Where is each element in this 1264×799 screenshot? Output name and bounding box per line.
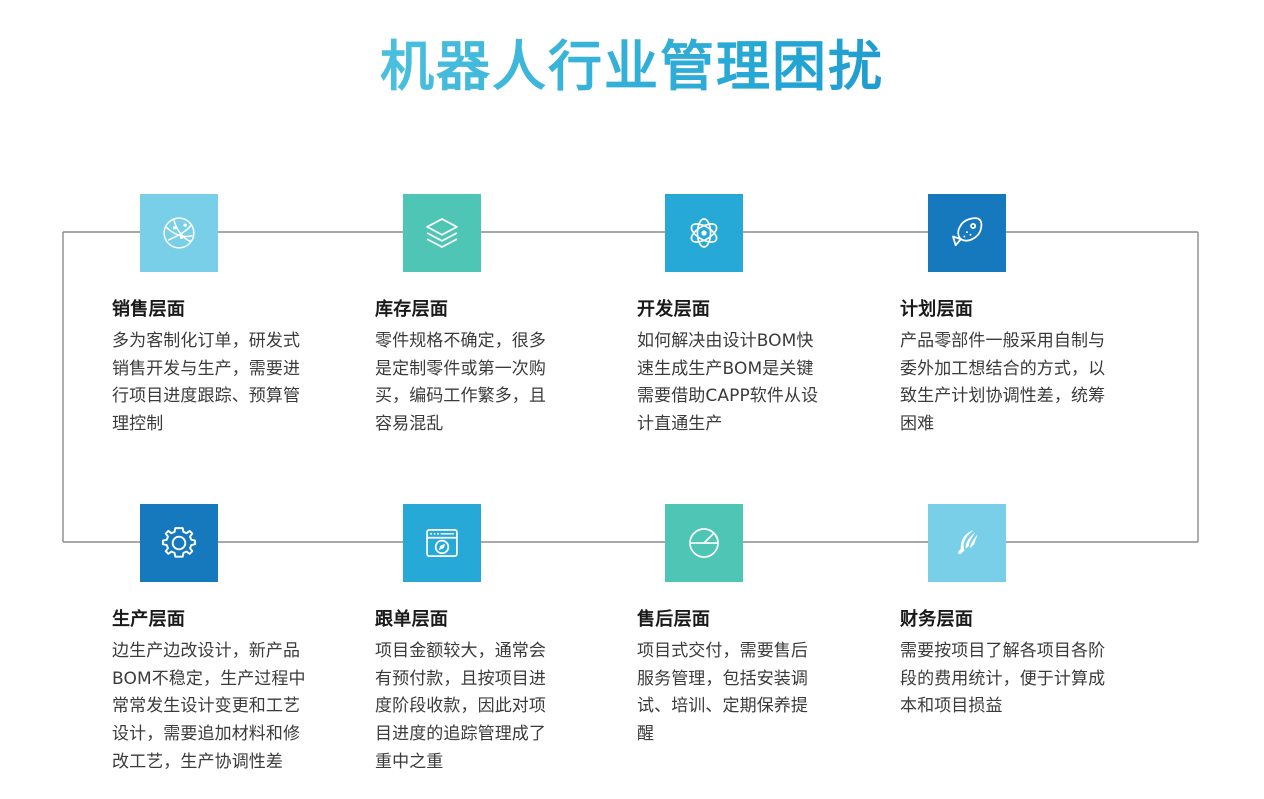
card-title-after-sales: 售后层面 — [637, 609, 711, 630]
card-body-finance: 需要按项目了解各项目各阶 段的费用统计，便于计算成 本和项目损益 — [900, 641, 1106, 717]
tile-finance — [928, 504, 1006, 582]
rocket-icon — [952, 217, 983, 247]
card-body-development: 如何解决由设计BOM快 速生成生产BOM是关键 需要借助CAPP软件从设 计直通… — [637, 331, 819, 434]
tile-development — [665, 194, 743, 272]
tile-sales — [140, 194, 218, 272]
tile-after-sales — [665, 504, 743, 582]
pie-chart-icon — [689, 528, 719, 558]
card-planning: 计划层面 产品零部件一般采用自制与 委外加工想结合的方式，以 致生产计划协调性差… — [900, 194, 1128, 439]
tile-order-tracking — [403, 504, 481, 582]
card-body-production: 边生产边改设计，新产品 BOM不稳定，生产过程中 常常发生设计变更和工艺 设计，… — [112, 641, 306, 772]
browser-compass-icon — [426, 529, 458, 557]
card-sales: 销售层面 多为客制化订单，研发式 销售开发与生产，需要进 行项目进度跟踪、预算管… — [112, 194, 340, 439]
tile-production — [140, 504, 218, 582]
card-title-inventory: 库存层面 — [375, 299, 449, 320]
card-body-after-sales: 项目式交付，需要售后 服务管理，包括安装调 试、培训、定期保养提 醒 — [637, 641, 808, 744]
layers-stack-icon — [426, 218, 458, 248]
card-title-sales: 销售层面 — [112, 299, 186, 320]
card-development: 开发层面 如何解决由设计BOM快 速生成生产BOM是关键 需要借助CAPP软件从… — [637, 194, 865, 439]
card-title-order-tracking: 跟单层面 — [375, 609, 449, 630]
card-body-planning: 产品零部件一般采用自制与 委外加工想结合的方式，以 致生产计划协调性差，统筹 困… — [900, 331, 1106, 434]
card-body-order-tracking: 项目金额较大，通常会 有预付款，且按项目进 度阶段收款，因此对项 目进度的追踪管… — [375, 641, 546, 772]
tile-planning — [928, 194, 1006, 272]
card-inventory: 库存层面 零件规格不确定，很多 是定制零件或第一次购 买，编码工作繁多，且 容易… — [375, 194, 603, 439]
tile-inventory — [403, 194, 481, 272]
card-body-inventory: 零件规格不确定，很多 是定制零件或第一次购 买，编码工作繁多，且 容易混乱 — [375, 331, 546, 434]
card-after-sales: 售后层面 项目式交付，需要售后 服务管理，包括安装调 试、培训、定期保养提 醒 — [637, 504, 865, 749]
card-body-sales: 多为客制化订单，研发式 销售开发与生产，需要进 行项目进度跟踪、预算管 理控制 — [112, 331, 301, 434]
card-title-development: 开发层面 — [637, 299, 711, 320]
card-order-tracking: 跟单层面 项目金额较大，通常会 有预付款，且按项目进 度阶段收款，因此对项 目进… — [375, 504, 603, 776]
globe-network-icon — [163, 217, 195, 249]
card-production: 生产层面 边生产边改设计，新产品 BOM不稳定，生产过程中 常常发生设计变更和工… — [112, 504, 340, 776]
card-title-production: 生产层面 — [112, 609, 186, 630]
card-finance: 财务层面 需要按项目了解各项目各阶 段的费用统计，便于计算成 本和项目损益 — [900, 504, 1128, 721]
card-title-finance: 财务层面 — [900, 609, 974, 630]
card-title-planning: 计划层面 — [900, 299, 974, 320]
atom-icon — [690, 218, 718, 248]
feather-icon — [958, 530, 978, 555]
page-title: 机器人行业管理困扰 — [0, 35, 1264, 98]
gear-icon — [161, 527, 197, 558]
